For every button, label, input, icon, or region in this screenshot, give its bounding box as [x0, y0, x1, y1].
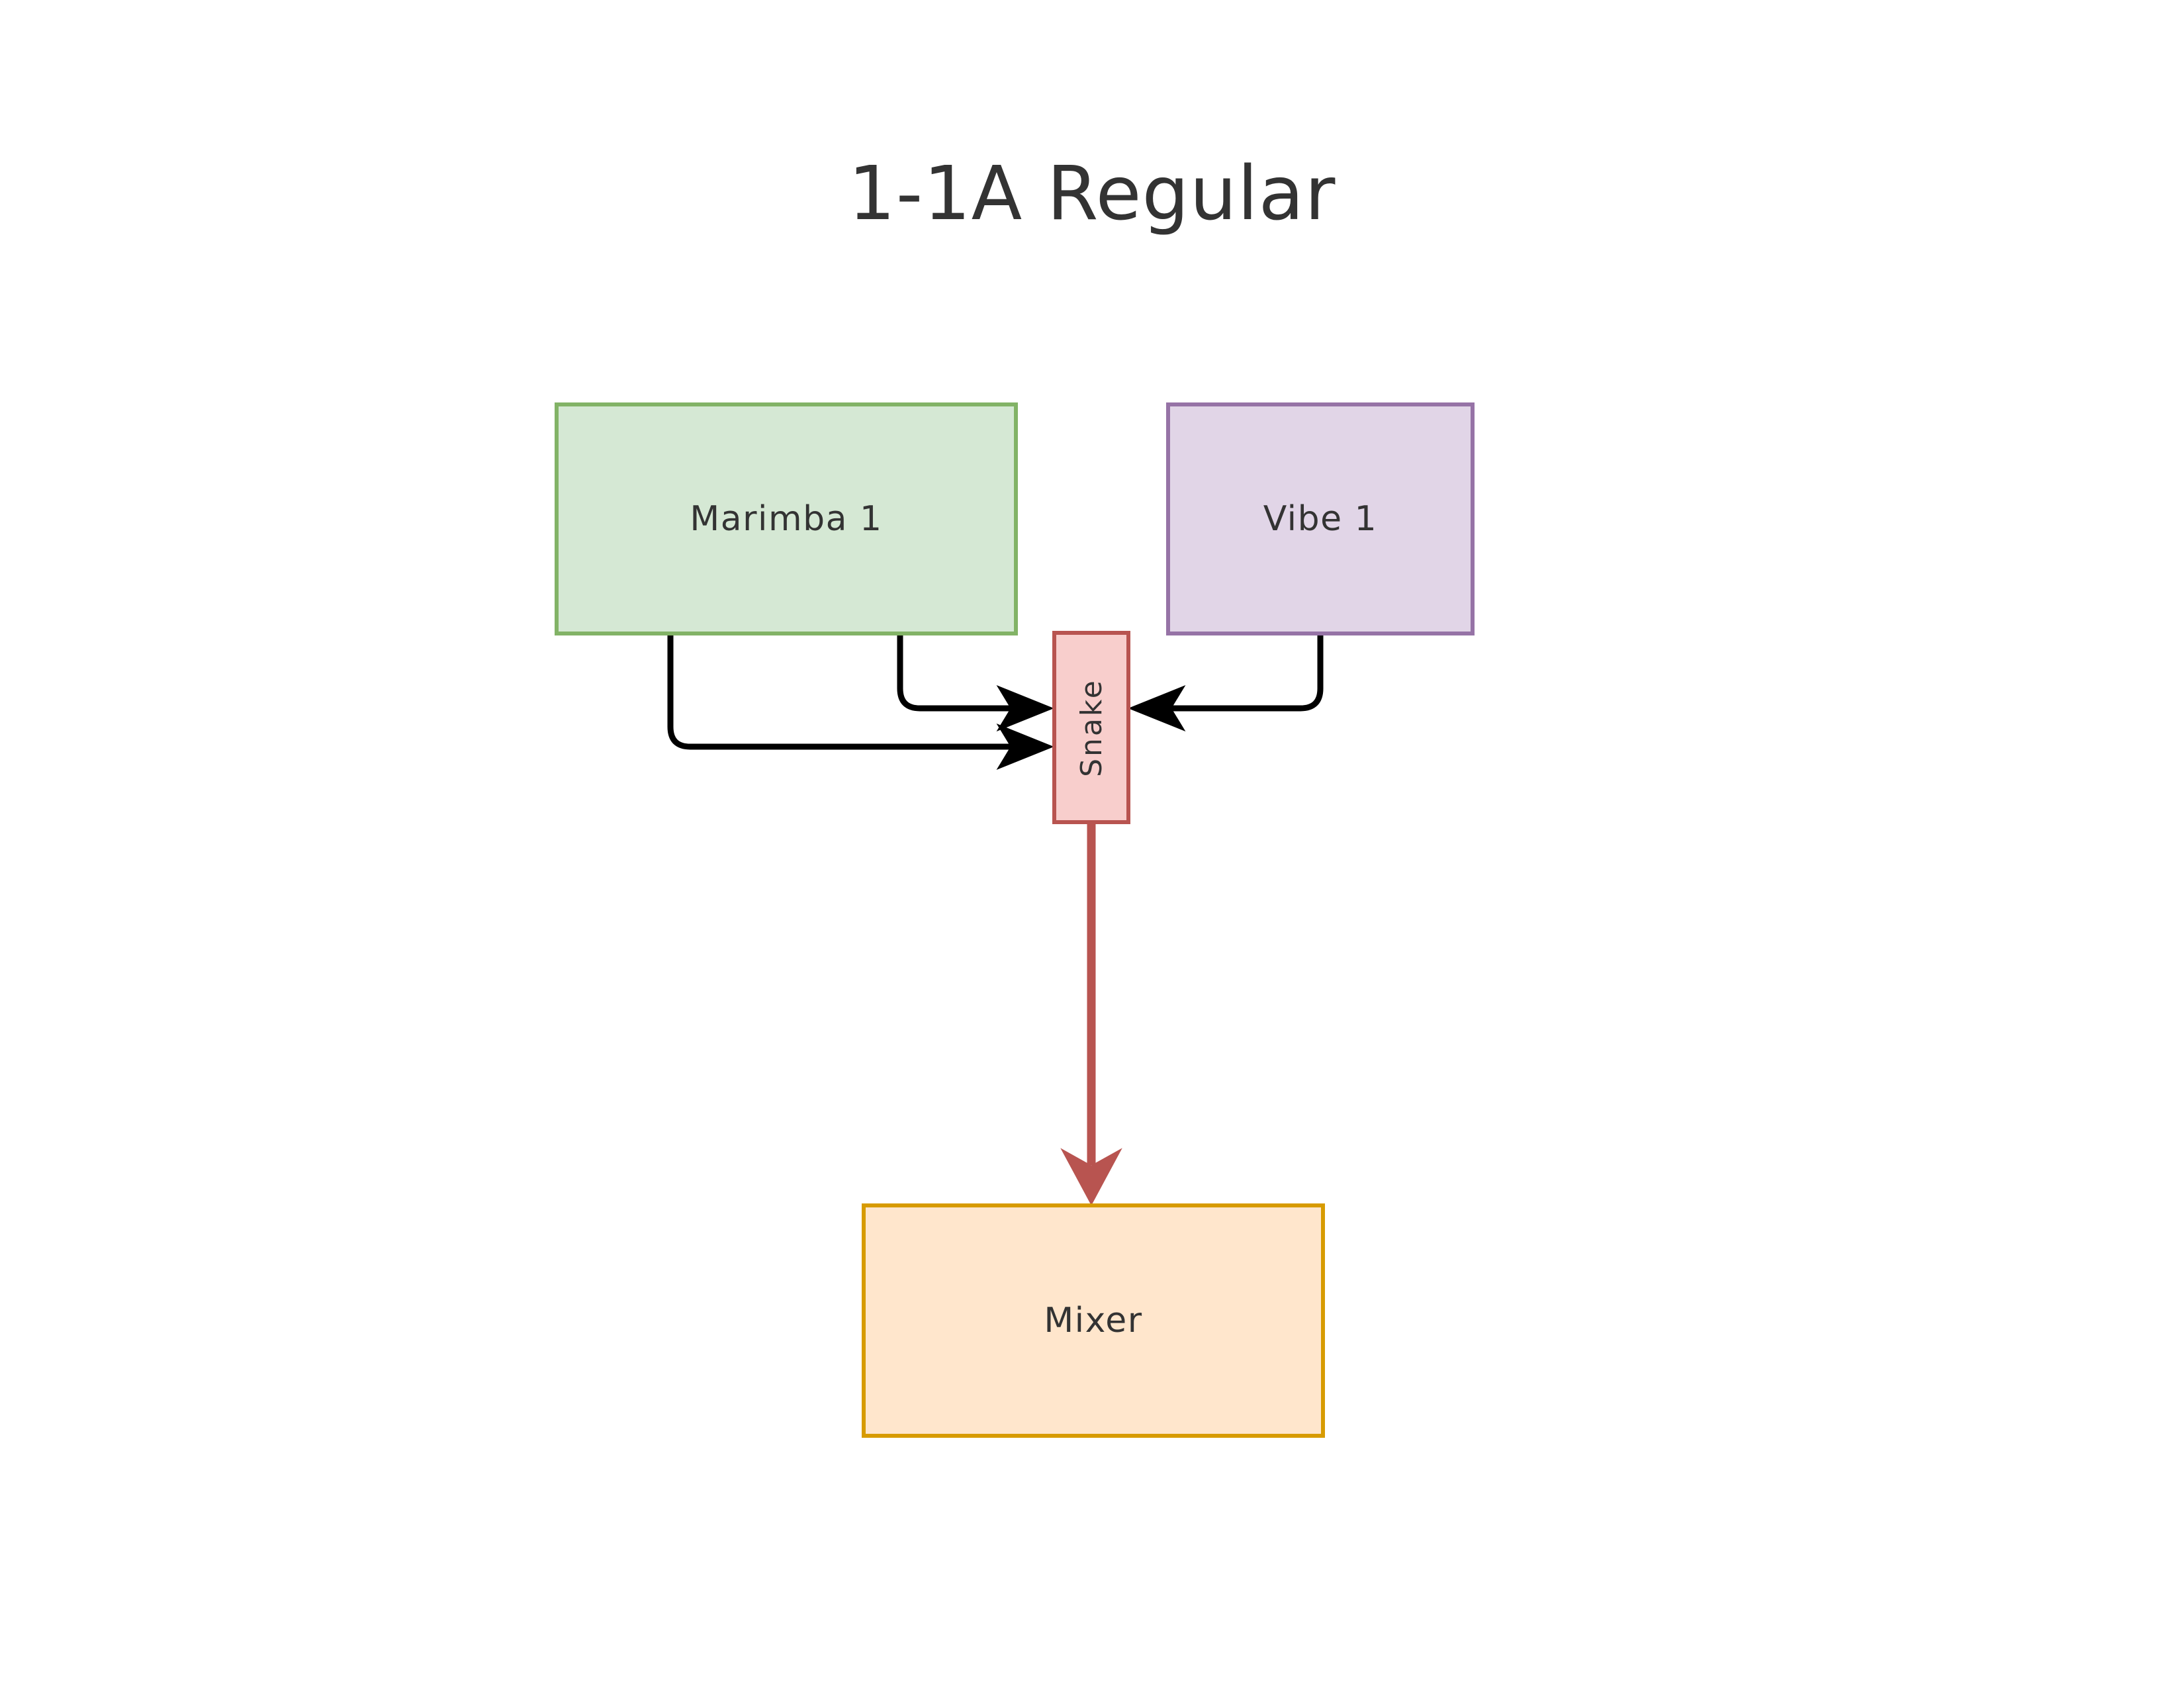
node-marimba-1[interactable]: Marimba 1: [555, 402, 1018, 635]
edge-marimba-to-snake-2: [667, 634, 1054, 771]
node-label-marimba-1: Marimba 1: [690, 499, 883, 539]
arrowhead-icon: [1128, 684, 1186, 732]
node-snake[interactable]: Snake: [1052, 631, 1130, 824]
arrowhead-icon: [996, 684, 1054, 732]
node-label-vibe-1: Vibe 1: [1263, 499, 1378, 539]
edge-vibe-to-snake: [1128, 635, 1324, 732]
node-label-snake: Snake: [1074, 678, 1109, 777]
node-mixer[interactable]: Mixer: [862, 1203, 1325, 1438]
node-label-mixer: Mixer: [1044, 1301, 1143, 1340]
edge-snake-to-mixer: [1060, 824, 1122, 1206]
arrowhead-icon: [1060, 1148, 1122, 1206]
arrowhead-icon: [996, 723, 1054, 771]
page-title: 1-1A Regular: [848, 151, 1336, 237]
node-vibe-1[interactable]: Vibe 1: [1166, 402, 1475, 635]
edge-marimba-to-snake-1: [897, 634, 1054, 732]
